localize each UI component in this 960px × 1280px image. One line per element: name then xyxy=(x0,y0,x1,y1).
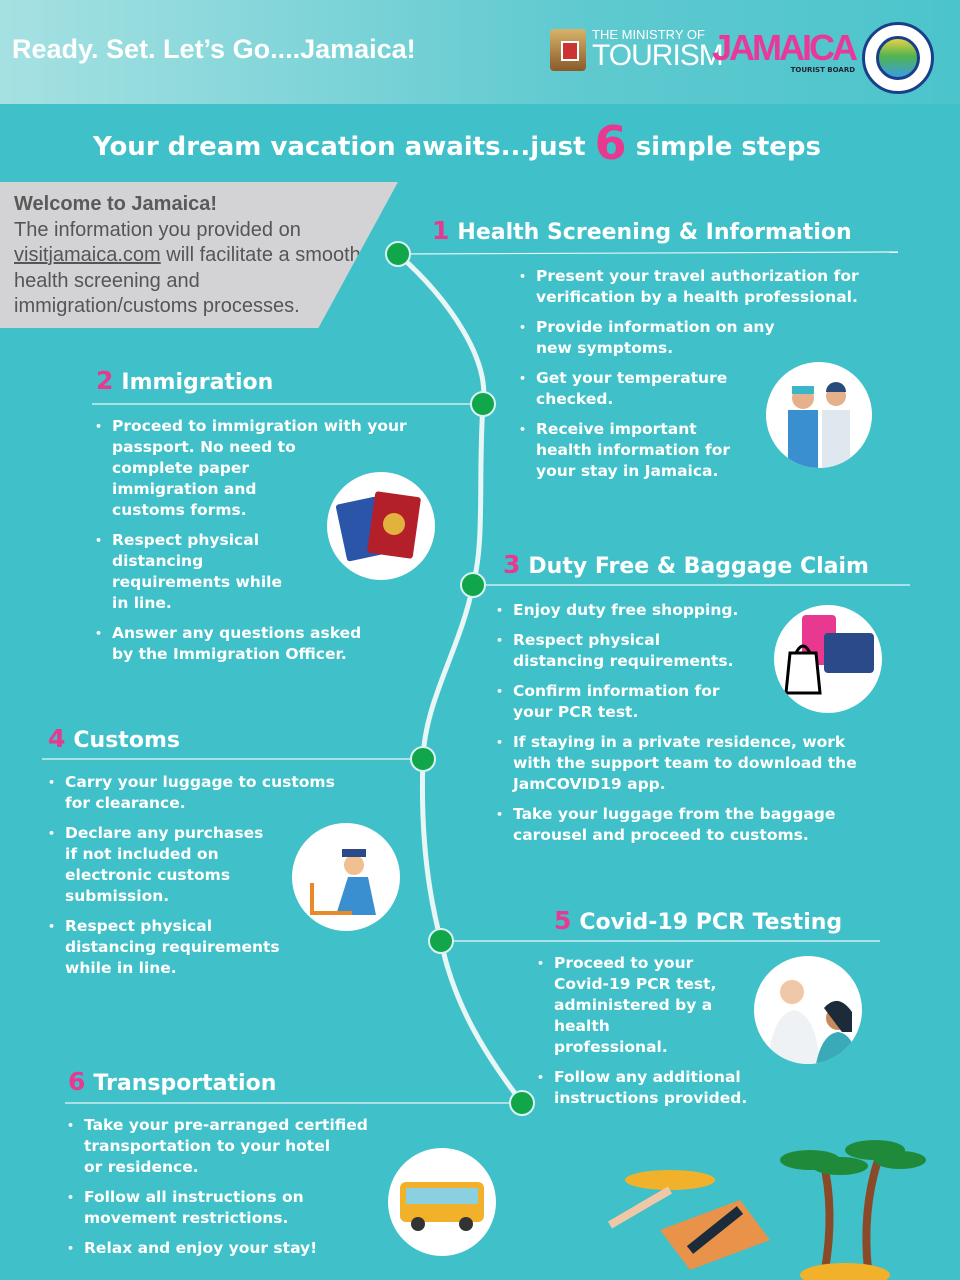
list-item: Follow all instructions on movement rest… xyxy=(67,1187,368,1229)
bus-illustration xyxy=(388,1148,496,1256)
step-title-text: Covid-19 PCR Testing xyxy=(579,910,843,935)
step-number: 4 xyxy=(48,724,66,753)
customs-officer-illustration xyxy=(292,823,400,931)
step-4-list: Carry your luggage to customs for cleara… xyxy=(48,772,335,988)
step-4-title: 4 Customs xyxy=(48,724,180,753)
list-item: Answer any questions asked by the Immigr… xyxy=(95,623,407,665)
step-1-title: 1 Health Screening & Information xyxy=(432,216,852,245)
step-title-text: Transportation xyxy=(93,1071,277,1096)
jamaica-tourist-board-logo: JAMAICA TOURIST BOARD xyxy=(712,27,858,75)
jtb-big-text: JAMAICA xyxy=(712,27,858,68)
step-5-list: Proceed to your Covid-19 PCR test, admin… xyxy=(537,953,747,1118)
step-3-title: 3 Duty Free & Baggage Claim xyxy=(503,550,869,579)
subtitle-before: Your dream vacation awaits...just xyxy=(93,132,586,162)
step-title-text: Immigration xyxy=(121,370,274,395)
step-3-list: Enjoy duty free shopping. Respect physic… xyxy=(496,600,857,855)
step-6-title: 6 Transportation xyxy=(68,1067,276,1096)
luggage-shopping-illustration xyxy=(774,605,882,713)
list-item: Follow any additional instructions provi… xyxy=(537,1067,747,1109)
tpdco-logo xyxy=(862,22,934,94)
passport-illustration xyxy=(327,472,435,580)
page-subtitle: Your dream vacation awaits...just 6 simp… xyxy=(93,116,821,170)
subtitle-after: simple steps xyxy=(635,132,822,162)
step-number: 6 xyxy=(68,1067,86,1096)
list-item: Proceed to immigration with your passpor… xyxy=(95,416,407,521)
step-node-3 xyxy=(460,572,486,598)
visitjamaica-link[interactable]: visitjamaica.com xyxy=(14,244,161,266)
jtb-small-text: TOURIST BOARD xyxy=(790,66,856,74)
header-banner: Ready. Set. Let’s Go....Jamaica! THE MIN… xyxy=(0,0,960,104)
welcome-text-2: will facilitate a smooth health screenin… xyxy=(14,244,361,317)
list-item: Confirm information for your PCR test. xyxy=(496,681,857,723)
list-item: Take your luggage from the baggage carou… xyxy=(496,804,857,846)
step-2-list: Proceed to immigration with your passpor… xyxy=(95,416,407,674)
list-item: Get your temperature checked. xyxy=(519,368,859,410)
step-6-list: Take your pre-arranged certified transpo… xyxy=(67,1115,368,1268)
list-item: Respect physical distancing requirements… xyxy=(95,530,407,614)
step-title-text: Duty Free & Baggage Claim xyxy=(528,554,869,579)
list-item: Enjoy duty free shopping. xyxy=(496,600,857,621)
step-title-text: Customs xyxy=(73,728,180,753)
list-item: If staying in a private residence, work … xyxy=(496,732,857,795)
ministry-small-text: THE MINISTRY OF xyxy=(592,27,705,42)
pcr-test-illustration xyxy=(754,956,862,1064)
list-item: Relax and enjoy your stay! xyxy=(67,1238,368,1259)
list-item: Present your travel authorization for ve… xyxy=(519,266,859,308)
list-item: Receive important health information for… xyxy=(519,419,859,482)
step-title-text: Health Screening & Information xyxy=(457,220,852,245)
list-item: Proceed to your Covid-19 PCR test, admin… xyxy=(537,953,747,1058)
step-number: 5 xyxy=(554,906,572,935)
step-node-6 xyxy=(509,1090,535,1116)
list-item: Provide information on any new symptoms. xyxy=(519,317,859,359)
step-number: 1 xyxy=(432,216,450,245)
welcome-heading: Welcome to Jamaica! xyxy=(14,193,218,215)
list-item: Carry your luggage to customs for cleara… xyxy=(48,772,335,814)
step-5-title: 5 Covid-19 PCR Testing xyxy=(554,906,842,935)
health-workers-illustration xyxy=(766,362,872,468)
list-item: Declare any purchases if not included on… xyxy=(48,823,335,907)
welcome-box: Welcome to Jamaica! The information you … xyxy=(0,182,398,328)
step-node-4 xyxy=(410,746,436,772)
header-title: Ready. Set. Let’s Go....Jamaica! xyxy=(12,34,416,64)
step-node-2 xyxy=(470,391,496,417)
step-node-1 xyxy=(385,241,411,267)
welcome-text: The information you provided on xyxy=(14,218,301,241)
step-2-title: 2 Immigration xyxy=(96,366,273,395)
step-number: 3 xyxy=(503,550,521,579)
subtitle-number: 6 xyxy=(594,116,627,170)
beach-scene-illustration xyxy=(607,1140,926,1280)
step-number: 2 xyxy=(96,366,114,395)
list-item: Respect physical distancing requirements… xyxy=(496,630,857,672)
coat-of-arms-icon xyxy=(550,28,586,71)
step-node-5 xyxy=(428,928,454,954)
list-item: Take your pre-arranged certified transpo… xyxy=(67,1115,368,1178)
ministry-big-text: TOURISM xyxy=(592,39,724,72)
globe-icon xyxy=(876,36,920,80)
step-1-list: Present your travel authorization for ve… xyxy=(519,266,859,491)
list-item: Respect physical distancing requirements… xyxy=(48,916,335,979)
